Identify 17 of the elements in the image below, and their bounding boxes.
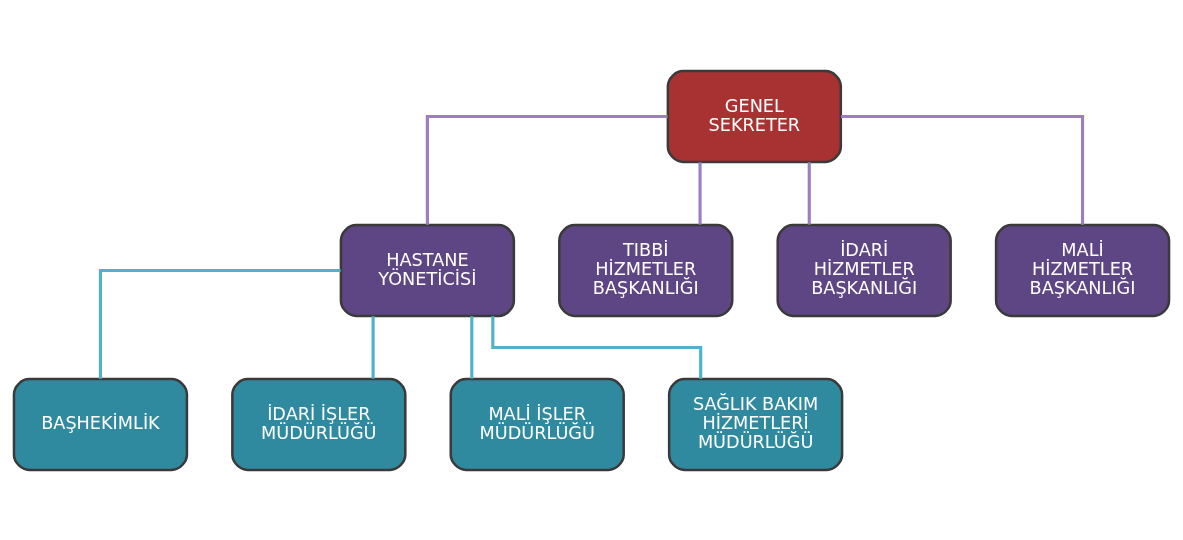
node-box: GENEL SEKRETER: [666, 69, 843, 163]
connector: [425, 114, 668, 225]
connector: [470, 315, 474, 379]
node-box: İDARİ İŞLER MÜDÜRLÜĞÜ: [231, 377, 407, 471]
node-box: SAĞLIK BAKIM HİZMETLERİ MÜDÜRLÜĞÜ: [667, 377, 844, 471]
node-box: TIBBİ HİZMETLER BAŞKANLIĞI: [558, 223, 734, 317]
connector: [98, 268, 341, 379]
node-box: MALİ HİZMETLER BAŞKANLIĞI: [994, 223, 1171, 317]
connector: [698, 161, 702, 225]
node-box: BAŞHEKİMLİK: [12, 377, 189, 471]
node-box: HASTANE YÖNETİCİSİ: [339, 223, 516, 317]
connector: [841, 114, 1085, 225]
node-box: MALİ İŞLER MÜDÜRLÜĞÜ: [449, 377, 625, 471]
node-box: İDARİ HİZMETLER BAŞKANLIĞI: [776, 223, 952, 317]
connector: [371, 315, 375, 379]
connector: [807, 161, 811, 225]
connector: [491, 315, 703, 379]
